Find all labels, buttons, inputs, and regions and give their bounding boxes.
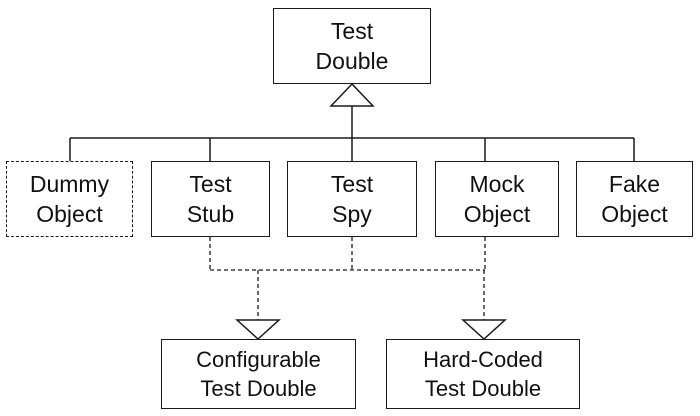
test-double-box: Test Double [273,8,431,84]
fake-object-label-line-2: Object [601,201,668,227]
dummy-object-label-line-1: Dummy [29,171,110,197]
fake-object-box: Fake Object [576,161,693,237]
test-stub-label-line-2: Stub [186,201,235,227]
hard-coded-test-double-box: Hard-Coded Test Double [386,339,580,409]
test-double-label-line-2: Double [315,48,389,74]
hard-coded-label-line-1: Hard-Coded [423,347,543,372]
mock-object-box: Mock Object [435,161,559,237]
configurable-label-line-2: Test Double [200,376,317,401]
dummy-object-label-line-2: Object [36,201,103,227]
test-stub-box: Test Stub [151,161,270,237]
test-double-label-line-1: Test [330,18,374,44]
hard-coded-triangle [461,319,507,341]
mock-object-label-line-2: Object [463,201,531,227]
mock-object-label-line-1: Mock [469,171,525,197]
hard-coded-label-line-2: Test Double [424,376,542,401]
fake-object-label-line-1: Fake [608,171,661,197]
inheritance-triangle [329,82,375,107]
test-stub-label-line-1: Test [189,171,232,197]
test-spy-label-line-2: Spy [332,201,372,227]
dummy-object-box: Dummy Object [6,161,133,237]
configurable-test-double-box: Configurable Test Double [161,339,356,409]
test-spy-box: Test Spy [287,161,417,237]
configurable-triangle [235,319,281,341]
test-spy-label-line-1: Test [330,171,374,197]
configurable-label-line-1: Configurable [196,347,321,372]
